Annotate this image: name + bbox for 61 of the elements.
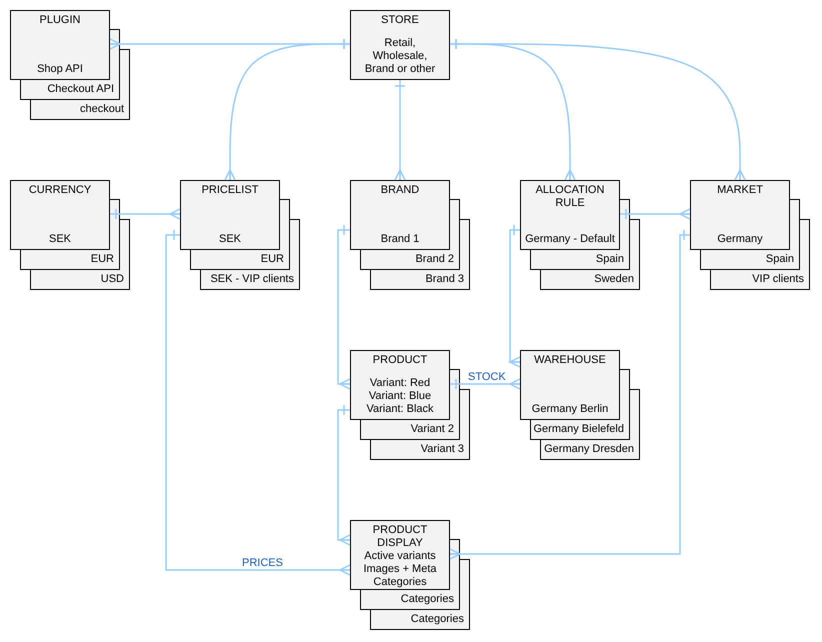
entity-value: SEK <box>48 233 71 246</box>
relationship-line <box>509 224 521 368</box>
entity-box <box>10 180 110 250</box>
entity-value: Active variants Images + Meta Categories <box>362 550 438 589</box>
edge-label: PRICES <box>240 557 285 569</box>
entity-title: STORE <box>381 14 419 27</box>
record-value: SEK - VIP clients <box>210 273 294 286</box>
record-value: Categories <box>400 593 454 606</box>
entity-title: PRODUCT DISPLAY <box>372 524 428 550</box>
record-value: Categories <box>410 613 464 626</box>
entity-title: PLUGIN <box>40 14 80 27</box>
relationship-line <box>449 229 690 560</box>
edge-label: STOCK <box>466 371 508 383</box>
relationship-line <box>337 404 351 546</box>
entity-title: PRICELIST <box>202 184 258 197</box>
record-value: Variant 2 <box>410 423 454 436</box>
record-value: Brand 3 <box>425 273 464 286</box>
relationship-line <box>337 224 351 390</box>
entity-value: Brand 1 <box>380 233 420 246</box>
entity-box <box>690 180 790 250</box>
entity-box <box>350 350 450 420</box>
relationship-line <box>224 38 350 181</box>
relationship-line <box>165 229 351 576</box>
record-value: EUR <box>90 253 114 266</box>
record-value: Brand 2 <box>415 253 454 266</box>
entity-box <box>350 180 450 250</box>
entity-value: Retail, Wholesale, Brand or other <box>364 37 436 76</box>
entity-value: Germany <box>717 233 763 246</box>
entity-title: CURRENCY <box>28 184 92 197</box>
entity-box <box>350 520 450 590</box>
record-value: VIP clients <box>752 273 804 286</box>
relationship-line <box>450 378 521 390</box>
record-value: Variant 3 <box>420 443 464 456</box>
record-value: Germany Dresden <box>544 443 634 456</box>
record-value: USD <box>100 273 124 286</box>
entity-title: PRODUCT <box>372 354 428 367</box>
entity-value: SEK <box>218 233 241 246</box>
relationship-line <box>450 38 746 181</box>
relationship-line <box>394 80 406 181</box>
entity-box <box>520 180 620 250</box>
record-value: checkout <box>80 103 124 116</box>
entity-value: Germany Berlin <box>532 403 608 416</box>
entity-box <box>350 10 450 80</box>
record-value: Sweden <box>594 273 634 286</box>
record-value: Germany Bielefeld <box>534 423 624 436</box>
record-value: Spain <box>596 253 624 266</box>
record-value: EUR <box>260 253 284 266</box>
entity-box <box>10 10 110 80</box>
entity-title: MARKET <box>717 184 763 197</box>
entity-title: BRAND <box>380 184 420 197</box>
entity-value: Variant: Red Variant: Blue Variant: Black <box>365 377 435 416</box>
entity-box <box>520 350 620 420</box>
record-value: Spain <box>766 253 794 266</box>
relationship-line <box>620 208 691 220</box>
entity-value: Shop API <box>37 63 83 76</box>
relationship-line <box>110 208 181 220</box>
record-value: Checkout API <box>47 83 114 96</box>
entity-value: Germany - Default <box>525 233 615 246</box>
entity-title: ALLOCATION RULE <box>534 184 606 210</box>
entity-title: WAREHOUSE <box>534 354 606 367</box>
entity-box <box>180 180 280 250</box>
